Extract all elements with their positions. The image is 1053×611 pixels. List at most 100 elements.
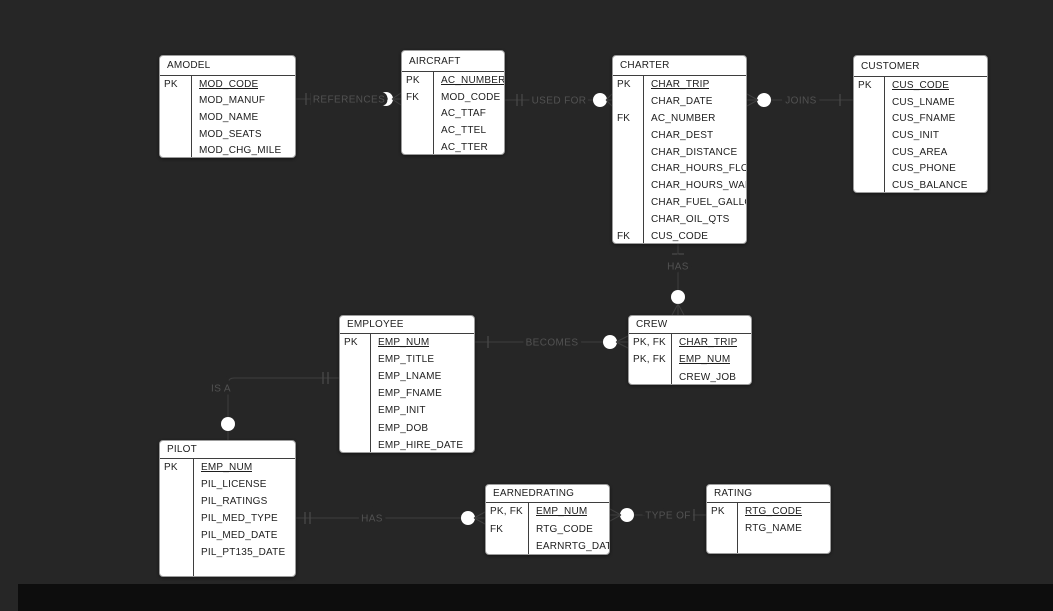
field-cell: RTG_NAME [745, 523, 802, 534]
taskbar-strip [18, 584, 1053, 611]
attribute-row: FK AC_NUMBER [613, 110, 746, 127]
attribute-row: PK EMP_NUM [340, 334, 474, 351]
crow-foot-line [746, 93, 759, 101]
attribute-row: CUS_INIT [854, 127, 987, 144]
entity-title: CHARTER [613, 56, 746, 76]
field-cell: CHAR_TRIP [679, 337, 738, 349]
field-cell: AC_TTER [441, 142, 488, 154]
attribute-row: AC_TTER [402, 139, 504, 156]
cardinality-dot [221, 417, 235, 431]
crow-foot-line [473, 511, 486, 519]
attribute-row: MOD_SEATS [160, 126, 295, 143]
field-cell: CUS_LNAME [892, 96, 955, 108]
cardinality-dot [671, 290, 685, 304]
key-cell: PK [164, 462, 178, 473]
crow-foot-line [671, 303, 679, 316]
relationship-has-crew[interactable]: HAS [664, 244, 691, 316]
key-column-divider [370, 334, 371, 452]
relationship-references[interactable]: REFERENCES [296, 92, 402, 109]
attribute-row: AC_TTEL [402, 122, 504, 139]
field-cell: PIL_LICENSE [201, 479, 267, 490]
attribute-row: RTG_NAME [707, 520, 830, 537]
attribute-row: PIL_LICENSE [160, 476, 295, 493]
relationship-label: TYPE OF [645, 511, 691, 522]
field-cell: EMP_FNAME [378, 388, 443, 400]
field-cell: EMP_TITLE [378, 354, 435, 366]
key-cell: FK [617, 112, 631, 124]
field-cell: EMP_NUM [378, 337, 430, 349]
field-cell: CHAR_HOURS_WAIT [651, 180, 746, 192]
entity-title: CUSTOMER [854, 56, 987, 77]
relationship-label: HAS [667, 262, 689, 273]
field-cell: EMP_INIT [378, 405, 426, 417]
field-cell: MOD_CHG_MILE [199, 145, 282, 157]
attribute-row: MOD_NAME [160, 109, 295, 126]
field-cell: CHAR_FUEL_GALLONS [651, 197, 746, 209]
attribute-row: EMP_TITLE [340, 351, 474, 368]
entity-employee[interactable]: EMPLOYEE PK EMP_NUM EMP_TITLE EMP_LNAME EMP_F… [339, 315, 475, 453]
crow-foot-line [677, 303, 685, 316]
field-cell: CUS_BALANCE [892, 180, 968, 192]
crow-foot-line [615, 335, 629, 343]
key-cell: PK, FK [633, 354, 666, 366]
field-cell: EMP_LNAME [378, 371, 442, 383]
entity-title: AMODEL [160, 56, 295, 76]
key-cell: PK, FK [490, 506, 523, 518]
relationship-becomes[interactable]: BECOMES [475, 335, 629, 352]
cardinality-dot [620, 508, 634, 522]
key-column-divider [193, 459, 194, 576]
relationship-joins[interactable]: JOINS [746, 93, 853, 110]
attribute-row: CUS_AREA [854, 144, 987, 161]
key-cell: PK [164, 78, 178, 90]
field-cell: CUS_CODE [892, 79, 950, 91]
attribute-row: CHAR_OIL_QTS [613, 211, 746, 228]
field-cell: CUS_INIT [892, 129, 940, 141]
field-cell: CUS_FNAME [892, 113, 956, 125]
cardinality-dot [379, 92, 393, 106]
relationship-label: JOINS [785, 96, 816, 107]
key-cell: PK [406, 74, 420, 86]
field-cell: CHAR_DATE [651, 95, 713, 107]
attribute-row: EARNRTG_DATE [486, 538, 609, 556]
field-cell: RTG_CODE [536, 523, 593, 535]
entity-title: PILOT [160, 441, 295, 459]
attribute-row: EMP_DOB [340, 420, 474, 437]
field-cell: EARNRTG_DATE [536, 541, 609, 553]
field-cell: MOD_CODE [441, 91, 501, 103]
attribute-row: CREW_JOB [629, 369, 751, 386]
key-column-divider [737, 503, 738, 553]
attribute-row: MOD_MANUF [160, 93, 295, 110]
relationship-label: USED FOR [532, 96, 587, 107]
relationship-is-a[interactable]: IS A [208, 372, 339, 440]
field-cell: AC_TTAF [441, 108, 487, 120]
field-cell: PIL_PT135_DATE [201, 547, 286, 558]
key-cell: PK [344, 337, 358, 349]
relationship-used-for[interactable]: USED FOR [505, 93, 613, 110]
field-cell: AC_NUMBER [651, 112, 716, 124]
relationship-has-earnedrating[interactable]: HAS [296, 511, 486, 528]
relationship-type-of[interactable]: TYPE OF [609, 508, 706, 525]
field-cell: AC_TTEL [441, 125, 487, 137]
attribute-row: PIL_MED_DATE [160, 527, 295, 544]
crow-foot-line [609, 514, 622, 522]
key-column-divider [433, 72, 434, 154]
attribute-row: CHAR_DEST [613, 127, 746, 144]
crow-foot-line [746, 99, 759, 107]
attribute-row: MOD_CHG_MILE [160, 142, 295, 159]
cardinality-dot [461, 511, 475, 525]
entity-title: EMPLOYEE [340, 316, 474, 334]
